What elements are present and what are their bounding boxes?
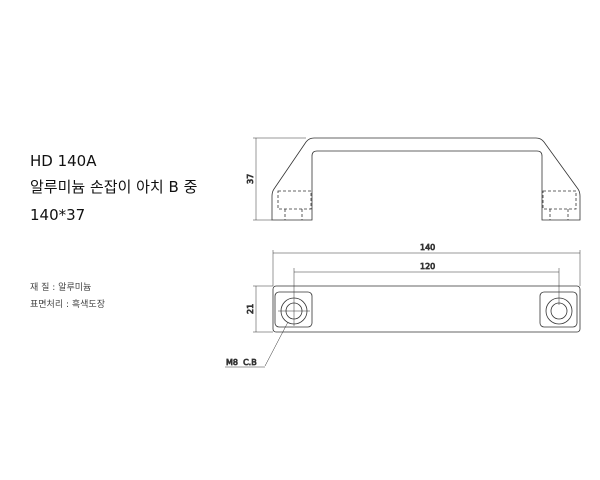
dim-hole-pitch: 120: [420, 262, 435, 271]
top-view: [225, 250, 581, 368]
product-code: HD 140A: [30, 152, 97, 170]
finish-spec: 표면처리 : 흑색도장: [30, 300, 105, 310]
hole-note: M8 C.B: [226, 358, 257, 367]
dim-height: 37: [246, 174, 255, 184]
product-name: 알루미늄 손잡이 아치 B 중: [30, 178, 198, 196]
material-spec: 재 질 : 알루미늄: [30, 283, 92, 293]
product-size: 140*37: [30, 206, 86, 224]
dim-length: 140: [420, 243, 435, 252]
side-view: [253, 137, 581, 221]
dim-width: 21: [246, 304, 255, 314]
